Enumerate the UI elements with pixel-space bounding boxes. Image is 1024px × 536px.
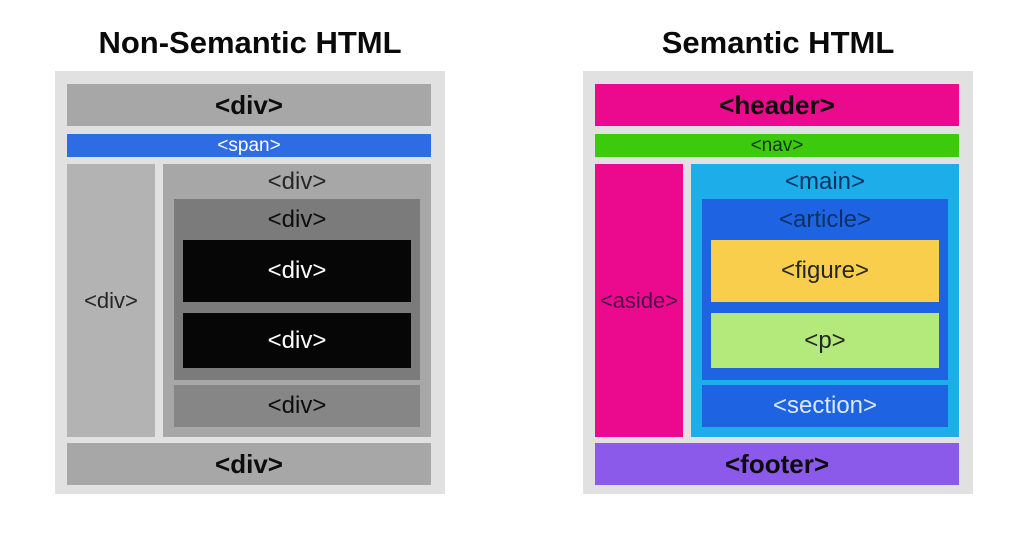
div-black-box-2: <div> <box>183 313 411 368</box>
div-bottom-bar: <div> <box>67 443 431 485</box>
div-top-bar: <div> <box>67 84 431 126</box>
non-semantic-title: Non-Semantic HTML <box>98 25 402 60</box>
semantic-title: Semantic HTML <box>661 25 895 60</box>
main-content-area: <main> <article> <figure> <p> <section> <box>691 164 959 437</box>
div-content-area: <div> <div> <div> <div> <div> <box>163 164 431 437</box>
div-sidebar: <div> <box>67 164 155 437</box>
semantic-container: <header> <nav> <aside> <main> <article> … <box>583 71 973 494</box>
non-semantic-middle-row: <div> <div> <div> <div> <div> <div> <box>67 164 431 437</box>
div-inner-container: <div> <div> <div> <box>174 199 420 380</box>
span-bar: <span> <box>67 134 431 157</box>
header-bar: <header> <box>595 84 959 126</box>
article-label: <article> <box>778 205 872 233</box>
figure-box: <figure> <box>711 240 939 302</box>
footer-bar: <footer> <box>595 443 959 485</box>
non-semantic-container: <div> <span> <div> <div> <div> <div> <di… <box>55 71 445 494</box>
div-content-label: <div> <box>267 167 327 195</box>
semantic-panel: Semantic HTML <header> <nav> <aside> <ma… <box>583 20 973 494</box>
article-container: <article> <figure> <p> <box>702 199 948 380</box>
section-box: <section> <box>702 385 948 427</box>
nav-bar: <nav> <box>595 134 959 157</box>
aside-sidebar: <aside> <box>595 164 683 437</box>
div-black-box-1: <div> <box>183 240 411 302</box>
div-section-box: <div> <box>174 385 420 427</box>
main-label: <main> <box>784 167 866 195</box>
p-box: <p> <box>711 313 939 368</box>
div-inner-label: <div> <box>267 205 327 233</box>
semantic-middle-row: <aside> <main> <article> <figure> <p> <s… <box>595 164 959 437</box>
non-semantic-panel: Non-Semantic HTML <div> <span> <div> <di… <box>55 20 445 494</box>
